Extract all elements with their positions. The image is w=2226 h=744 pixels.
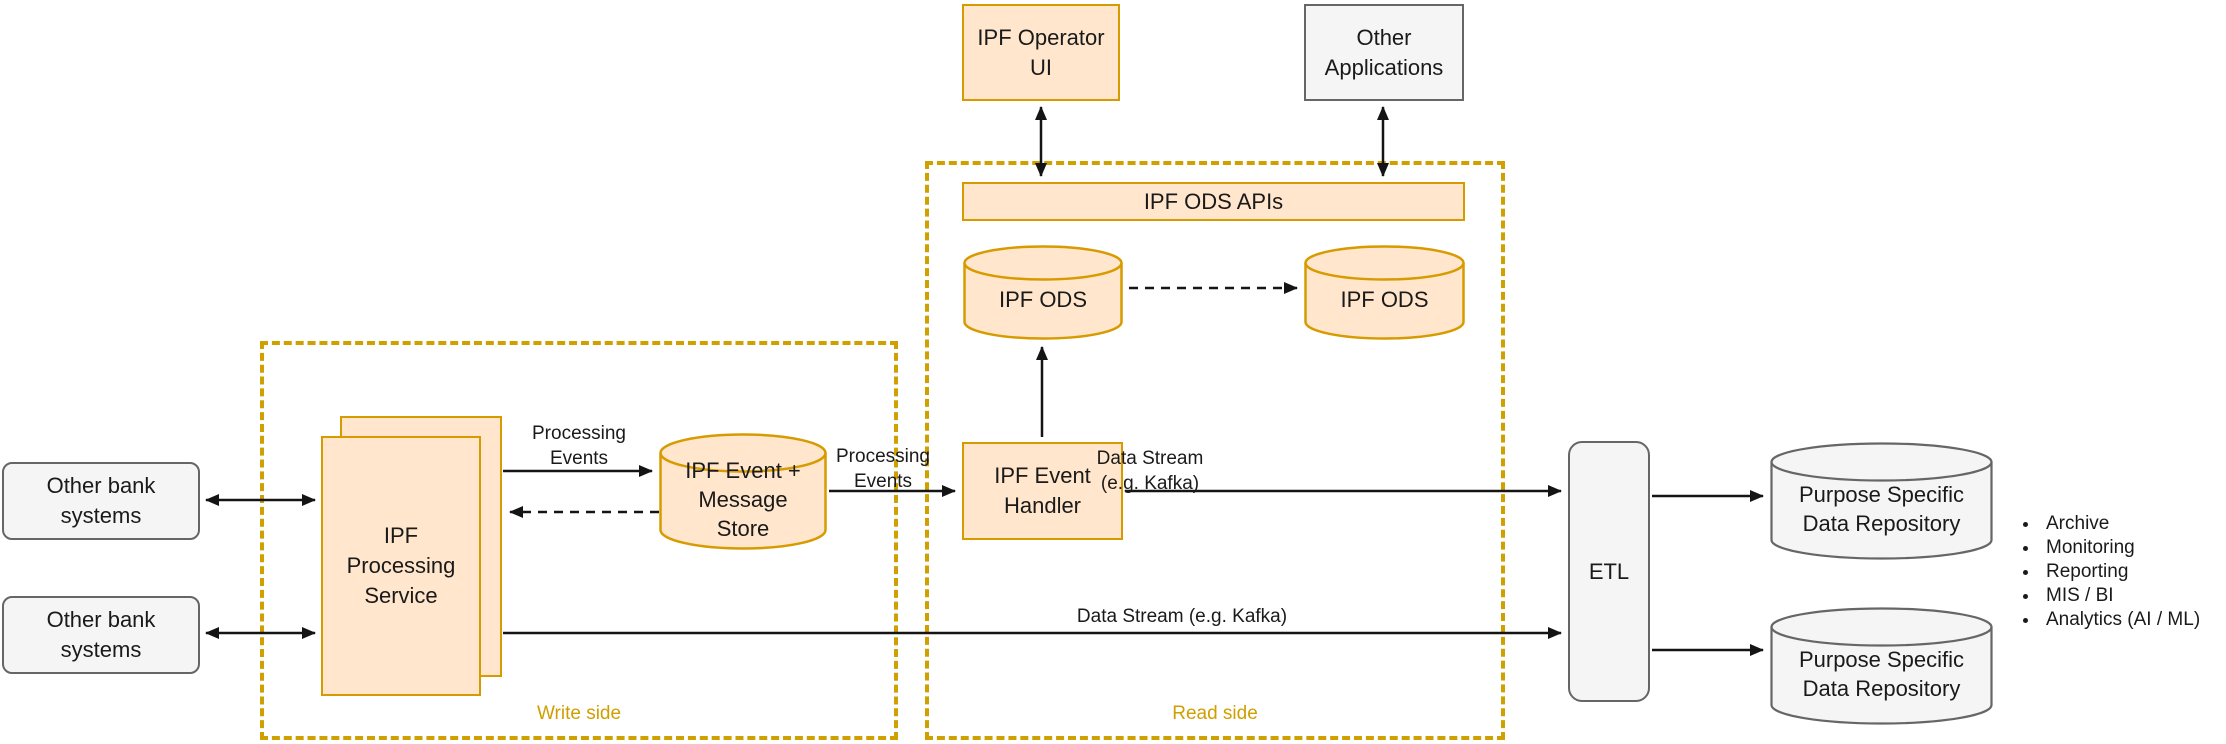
data-stream-label-bottom: Data Stream (e.g. Kafka) [1076,606,1288,627]
other-bank-systems-bottom: Other bank systems [2,596,200,674]
other-applications: Other Applications [1304,4,1464,101]
cylinder-shape-icon [659,433,827,550]
list-item: Reporting [2040,560,2200,584]
cylinder-shape-icon [1770,442,1993,560]
list-item: Archive [2040,512,2200,536]
cylinder-shape-icon [1304,245,1465,340]
ipf-processing-service: IPF Processing Service [321,436,481,696]
write-side-zone [260,341,898,740]
ipf-operator-ui: IPF Operator UI [962,4,1120,101]
ipf-ods-apis-bar: IPF ODS APIs [962,182,1465,221]
write-side-label: Write side [536,703,622,724]
ipf-event-handler: IPF Event Handler [962,442,1123,540]
purpose-specific-data-repository-bottom: Purpose Specific Data Repository [1770,607,1993,725]
processing-events-label-left: Processing Events [532,423,626,469]
read-side-zone [925,161,1505,740]
repository-purpose-list: Archive Monitoring Reporting MIS / BI An… [2010,512,2200,632]
etl: ETL [1568,441,1650,702]
cylinder-shape-icon [963,245,1123,340]
list-item: Monitoring [2040,536,2200,560]
ipf-event-message-store: IPF Event + Message Store [659,433,827,550]
list-item: Analytics (AI / ML) [2040,608,2200,632]
cylinder-shape-icon [1770,607,1993,725]
read-side-label: Read side [1172,703,1258,724]
list-item: MIS / BI [2040,584,2200,608]
other-bank-systems-top: Other bank systems [2,462,200,540]
ipf-ods-left: IPF ODS [963,245,1123,340]
ipf-ods-right: IPF ODS [1304,245,1465,340]
processing-events-label-right: Processing Events [836,446,930,492]
data-stream-label-top: Data Stream (e.g. Kafka) [1096,448,1204,494]
purpose-specific-data-repository-top: Purpose Specific Data Repository [1770,442,1993,560]
